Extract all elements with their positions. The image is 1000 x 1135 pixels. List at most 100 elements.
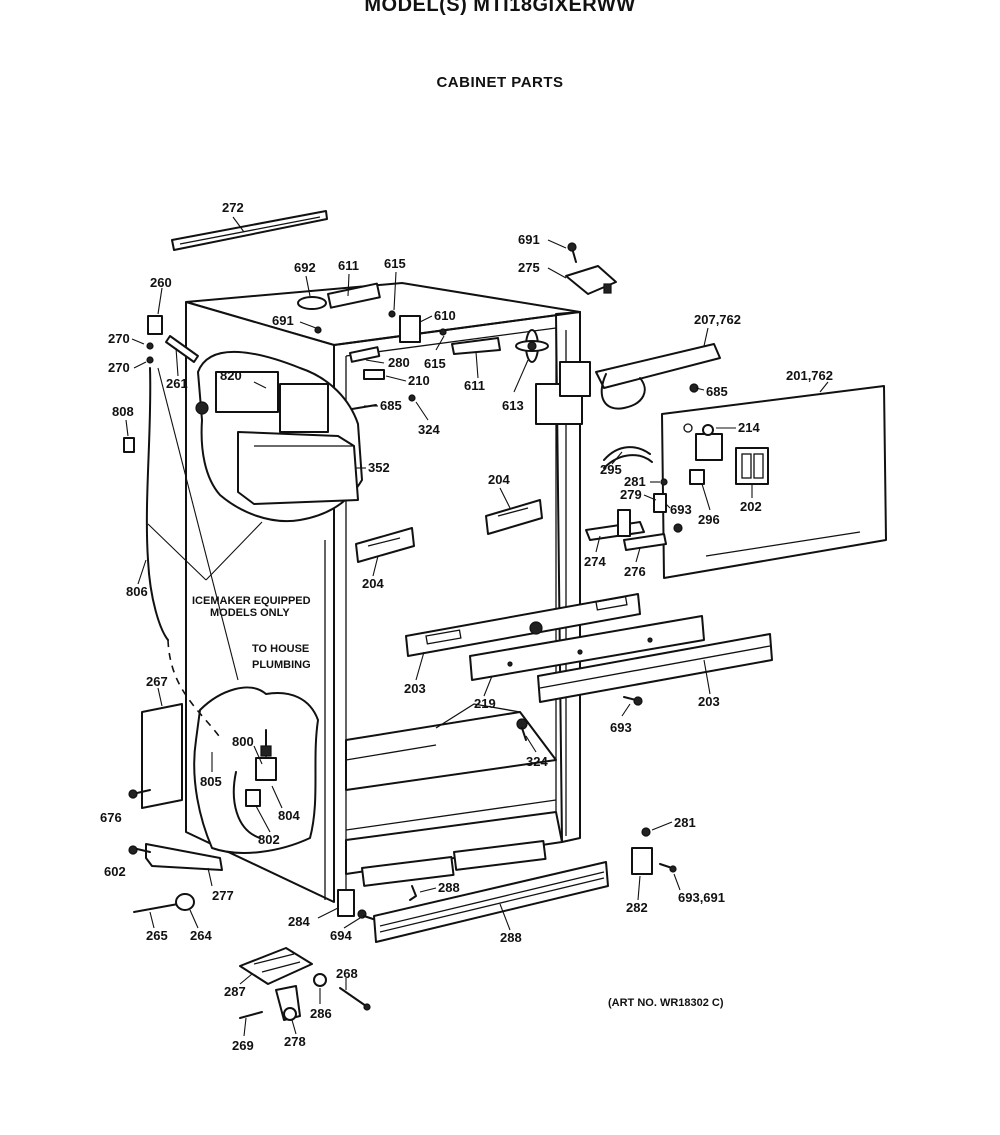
- notes: ICEMAKER EQUIPPED MODELS ONLY TO HOUSE P…: [192, 595, 724, 1009]
- callout-802: 802: [258, 832, 280, 847]
- hinge-pin-260: [146, 315, 199, 364]
- callout-204: 204: [488, 472, 510, 487]
- plumbing-cutout: [193, 686, 319, 854]
- callout-267: 267: [146, 674, 168, 689]
- callout-808: 808: [112, 404, 134, 419]
- evaporator-heater-207: [595, 343, 721, 410]
- callout-277: 277: [212, 888, 234, 903]
- callout-281: 281: [624, 474, 646, 489]
- callout-268: 268: [336, 966, 358, 981]
- callout-693-mid: 693: [610, 720, 632, 735]
- section-title: CABINET PARTS: [436, 74, 564, 91]
- callout-611: 611: [338, 258, 359, 273]
- callout-352: 352: [368, 460, 390, 475]
- callout-269: 269: [232, 1038, 254, 1053]
- callout-219: 219: [474, 696, 496, 711]
- callout-203-right: 203: [698, 694, 720, 709]
- callout-270: 270: [108, 331, 130, 346]
- callout-694: 694: [330, 928, 352, 943]
- callout-611-lower: 611: [464, 378, 485, 393]
- note-icemaker-line1: ICEMAKER EQUIPPED: [192, 595, 311, 607]
- callout-805: 805: [200, 774, 222, 789]
- shelf-bracket-204-left: [355, 527, 415, 563]
- leader-lines: [125, 216, 829, 1037]
- callout-270-lower: 270: [108, 360, 130, 375]
- hinge-plate-287: [239, 947, 313, 985]
- callout-806: 806: [126, 584, 148, 599]
- callout-265: 265: [146, 928, 168, 943]
- callout-287: 287: [224, 984, 246, 999]
- callout-820: 820: [220, 368, 242, 383]
- hinge-282: [631, 827, 677, 875]
- note-plumbing-line1: TO HOUSE: [252, 643, 309, 655]
- callout-685: 685: [706, 384, 728, 399]
- bushing-286: [313, 973, 327, 987]
- callout-693: 693: [670, 502, 692, 517]
- callout-261: 261: [166, 376, 188, 391]
- callout-207-762: 207,762: [694, 312, 741, 327]
- top-hinge-275: [565, 242, 617, 295]
- callout-280: 280: [388, 355, 410, 370]
- callout-264: 264: [190, 928, 212, 943]
- screw-676: [128, 789, 151, 799]
- note-plumbing-line2: PLUMBING: [252, 659, 311, 671]
- callout-613: 613: [502, 398, 524, 413]
- callout-204-left: 204: [362, 576, 384, 591]
- panel-267: [141, 703, 183, 809]
- callout-286: 286: [310, 1006, 332, 1021]
- callout-295: 295: [600, 462, 622, 477]
- bracket-284: [337, 889, 355, 917]
- part-callouts: 272 691 275 260 692 611 615 691 610 270 …: [100, 200, 833, 1053]
- callout-203: 203: [404, 681, 426, 696]
- callout-691-lower: 691: [272, 313, 294, 328]
- callout-282: 282: [626, 900, 648, 915]
- bolt-268: [339, 987, 371, 1011]
- fitting-808: [123, 437, 135, 453]
- clip-288: [409, 885, 417, 901]
- screw-602: [128, 845, 151, 855]
- roller-264: [175, 893, 195, 911]
- callout-288-grille: 288: [500, 930, 522, 945]
- callout-615: 615: [384, 256, 406, 271]
- callout-201-762: 201,762: [786, 368, 833, 383]
- screw-269: [239, 1011, 263, 1019]
- callout-685-left: 685: [380, 398, 402, 413]
- bracket-277: [145, 843, 223, 871]
- screw-693: [623, 696, 643, 706]
- callout-615-lower: 615: [424, 356, 446, 371]
- callout-602: 602: [104, 864, 126, 879]
- art-number: (ART NO. WR18302 C): [608, 997, 724, 1009]
- callout-275: 275: [518, 260, 540, 275]
- callout-260: 260: [150, 275, 172, 290]
- callout-210: 210: [408, 373, 430, 388]
- callout-276: 276: [624, 564, 646, 579]
- mullion-219: [469, 615, 705, 681]
- callout-610: 610: [434, 308, 456, 323]
- leveling-leg-278: [275, 985, 301, 1021]
- callout-284: 284: [288, 914, 310, 929]
- callout-281-lower: 281: [674, 815, 696, 830]
- mullion-203-upper: [405, 593, 641, 657]
- shelf-bracket-204-right: [485, 499, 543, 535]
- screw-324-lower: [516, 718, 528, 741]
- callout-278: 278: [284, 1034, 306, 1049]
- icemaker-leaders: [147, 367, 263, 681]
- callout-800: 800: [232, 734, 254, 749]
- model-heading: MODEL(S) MTI18GIXERWW: [364, 0, 636, 16]
- callout-279: 279: [620, 487, 642, 502]
- top-fittings: [297, 282, 591, 425]
- icemaker-cutout: [195, 351, 363, 522]
- callout-676: 676: [100, 810, 122, 825]
- callout-691: 691: [518, 232, 540, 247]
- grille-288: [373, 861, 609, 943]
- top-rail-272: [171, 210, 328, 251]
- callout-324: 324: [418, 422, 440, 437]
- callout-804: 804: [278, 808, 300, 823]
- callout-274: 274: [584, 554, 606, 569]
- tube-806: [145, 367, 223, 741]
- callout-692: 692: [294, 260, 316, 275]
- mullion-203-lower: [537, 633, 773, 703]
- callout-296: 296: [698, 512, 720, 527]
